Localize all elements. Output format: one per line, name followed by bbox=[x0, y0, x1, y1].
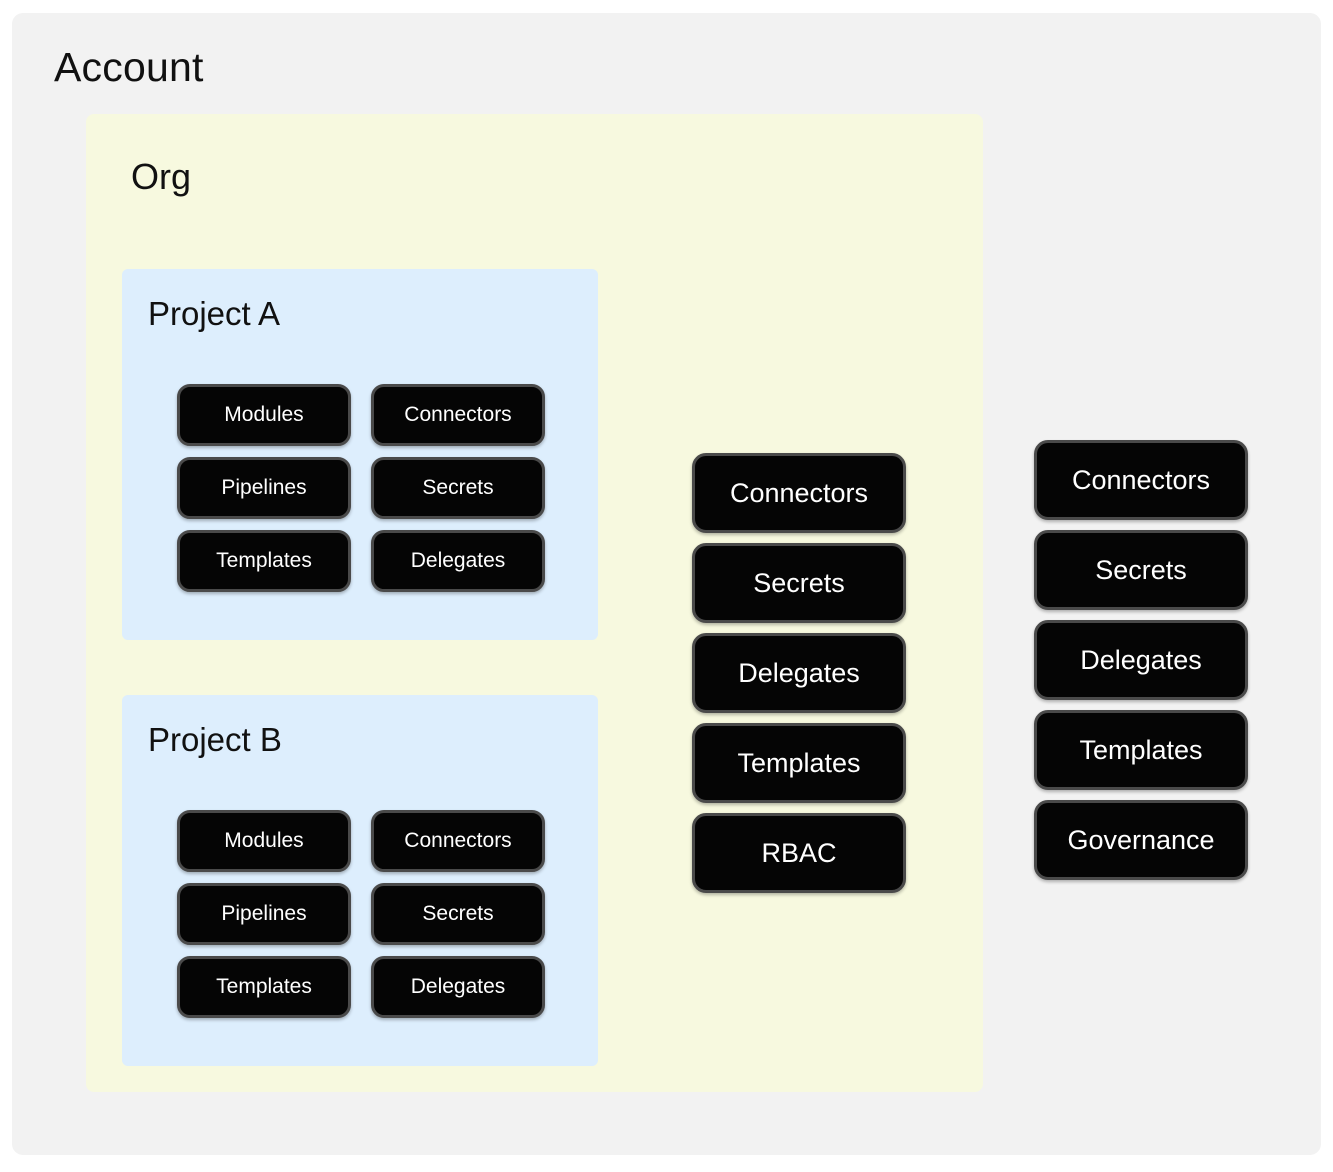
pill-label: Connectors bbox=[404, 829, 512, 852]
pill-label: Templates bbox=[216, 549, 312, 572]
pill-label: Delegates bbox=[738, 657, 860, 688]
org-resource-connectors[interactable]: Connectors bbox=[692, 453, 906, 533]
project-a-resource-delegates[interactable]: Delegates bbox=[371, 530, 545, 592]
pill-label: Connectors bbox=[1071, 464, 1211, 495]
org-title: Org bbox=[131, 156, 192, 197]
account-title: Account bbox=[54, 44, 204, 90]
pill-label: Pipelines bbox=[221, 902, 307, 925]
pill-label: Delegates bbox=[410, 549, 506, 572]
org-scope-panel: Org Project A Modules Connectors Pipelin… bbox=[86, 114, 983, 1092]
pill-label: Governance bbox=[1067, 824, 1215, 855]
pill-label: Connectors bbox=[729, 477, 869, 508]
pill-label: Secrets bbox=[422, 476, 494, 499]
pill-label: Connectors bbox=[404, 403, 512, 426]
account-resource-templates[interactable]: Templates bbox=[1034, 710, 1248, 790]
org-resource-templates[interactable]: Templates bbox=[692, 723, 906, 803]
project-a-scope-panel: Project A Modules Connectors Pipelines S… bbox=[122, 269, 598, 640]
project-b-resource-templates[interactable]: Templates bbox=[177, 956, 351, 1018]
org-resource-rbac[interactable]: RBAC bbox=[692, 813, 906, 893]
project-a-resource-pipelines[interactable]: Pipelines bbox=[177, 457, 351, 519]
account-resource-connectors[interactable]: Connectors bbox=[1034, 440, 1248, 520]
account-resource-delegates[interactable]: Delegates bbox=[1034, 620, 1248, 700]
project-a-resource-templates[interactable]: Templates bbox=[177, 530, 351, 592]
pill-label: Delegates bbox=[1080, 644, 1202, 675]
account-resource-secrets[interactable]: Secrets bbox=[1034, 530, 1248, 610]
project-a-resource-modules[interactable]: Modules bbox=[177, 384, 351, 446]
org-resource-delegates[interactable]: Delegates bbox=[692, 633, 906, 713]
account-resource-column: Connectors Secrets Delegates Templates G… bbox=[1034, 440, 1248, 880]
project-a-resource-grid: Modules Connectors Pipelines Secrets Tem… bbox=[177, 384, 545, 592]
project-b-resource-secrets[interactable]: Secrets bbox=[371, 883, 545, 945]
project-b-title: Project B bbox=[148, 721, 282, 758]
pill-label: Pipelines bbox=[221, 476, 307, 499]
pill-label: Templates bbox=[216, 975, 312, 998]
pill-label: Templates bbox=[1079, 734, 1203, 765]
pill-label: Secrets bbox=[753, 567, 845, 598]
project-a-resource-connectors[interactable]: Connectors bbox=[371, 384, 545, 446]
project-b-resource-delegates[interactable]: Delegates bbox=[371, 956, 545, 1018]
project-b-resource-pipelines[interactable]: Pipelines bbox=[177, 883, 351, 945]
project-b-resource-grid: Modules Connectors Pipelines Secrets Tem… bbox=[177, 810, 545, 1018]
project-b-resource-connectors[interactable]: Connectors bbox=[371, 810, 545, 872]
account-scope-panel: Account Org Project A Modules Connectors… bbox=[12, 13, 1321, 1155]
project-a-title: Project A bbox=[148, 295, 281, 332]
org-resource-column: Connectors Secrets Delegates Templates R… bbox=[692, 453, 906, 893]
pill-label: RBAC bbox=[761, 837, 837, 868]
org-resource-secrets[interactable]: Secrets bbox=[692, 543, 906, 623]
project-a-resource-secrets[interactable]: Secrets bbox=[371, 457, 545, 519]
project-b-resource-modules[interactable]: Modules bbox=[177, 810, 351, 872]
account-resource-governance[interactable]: Governance bbox=[1034, 800, 1248, 880]
pill-label: Templates bbox=[737, 747, 861, 778]
pill-label: Secrets bbox=[422, 902, 494, 925]
project-b-scope-panel: Project B Modules Connectors Pipelines S… bbox=[122, 695, 598, 1066]
pill-label: Modules bbox=[224, 403, 304, 426]
pill-label: Delegates bbox=[410, 975, 506, 998]
pill-label: Secrets bbox=[1095, 554, 1187, 585]
pill-label: Modules bbox=[224, 829, 304, 852]
